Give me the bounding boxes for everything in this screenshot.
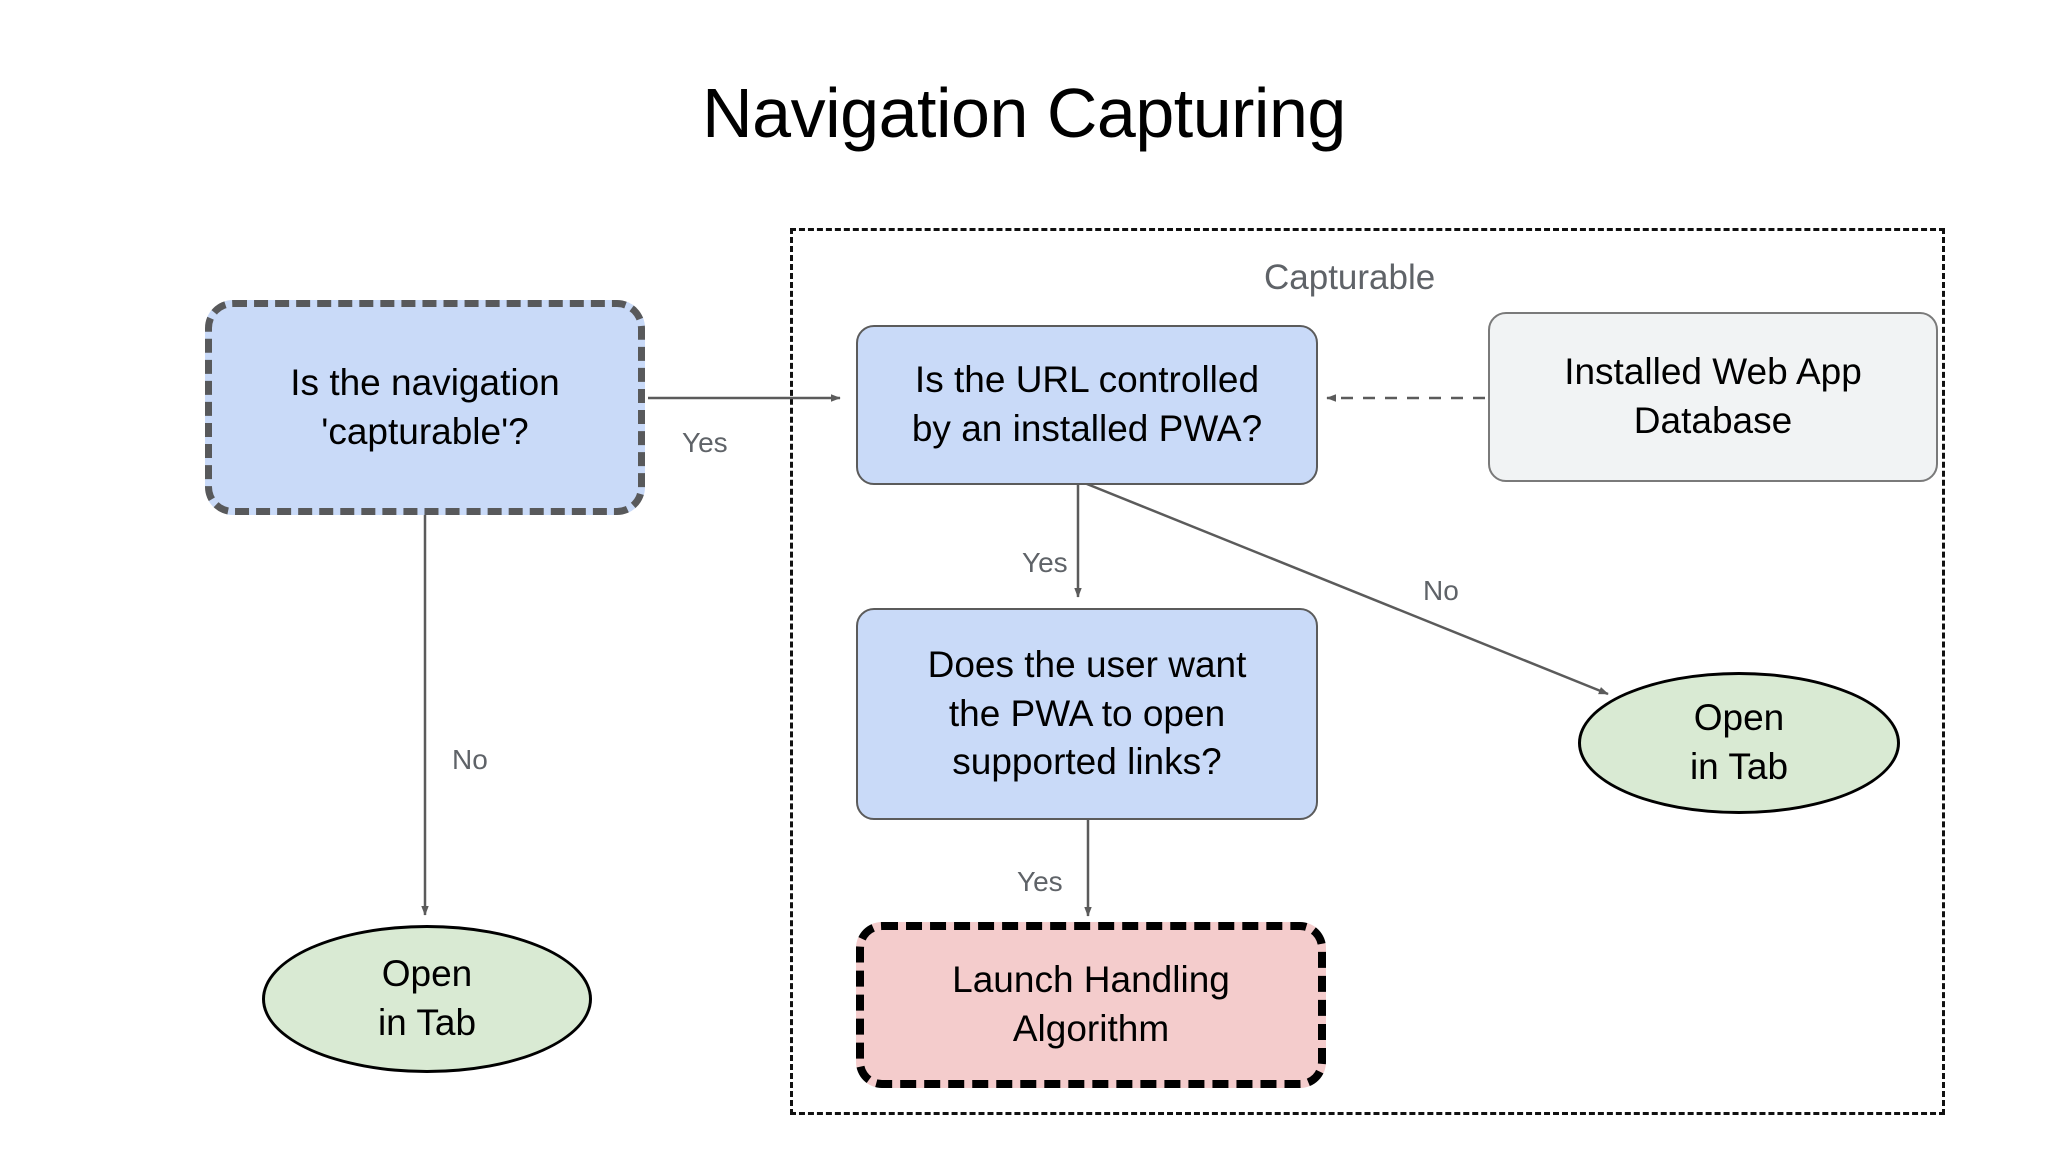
edge-label-url-yes: Yes (1022, 547, 1068, 578)
node-does-user-want-pwa[interactable]: Does the user want the PWA to open suppo… (856, 608, 1318, 820)
node-label: Launch Handling Algorithm (952, 959, 1230, 1049)
capturable-group-label: Capturable (1264, 258, 1436, 297)
node-label: Does the user want the PWA to open suppo… (927, 643, 1247, 783)
node-label: Installed Web App Database (1564, 351, 1862, 441)
edge-label-capturable-yes: Yes (682, 427, 728, 458)
edge-label-capturable-no: No (452, 744, 488, 775)
node-label: Open in Tab (377, 953, 477, 1043)
node-open-in-tab-right[interactable]: Open in Tab (1578, 672, 1900, 814)
capturable-group (790, 228, 1945, 1115)
node-installed-web-app-database[interactable]: Installed Web App Database (1488, 312, 1938, 482)
node-label: Open in Tab (1689, 697, 1789, 787)
page-title: Navigation Capturing (702, 74, 1346, 152)
node-is-navigation-capturable[interactable]: Is the navigation 'capturable'? (205, 300, 645, 515)
node-label: Is the URL controlled by an installed PW… (911, 359, 1263, 449)
node-is-url-controlled[interactable]: Is the URL controlled by an installed PW… (856, 325, 1318, 485)
node-open-in-tab-left[interactable]: Open in Tab (262, 925, 592, 1073)
node-launch-handling-algorithm[interactable]: Launch Handling Algorithm (856, 922, 1326, 1088)
edge-label-url-no: No (1423, 575, 1459, 606)
edge-label-user-want-yes: Yes (1017, 866, 1063, 897)
node-label: Is the navigation 'capturable'? (290, 361, 560, 452)
